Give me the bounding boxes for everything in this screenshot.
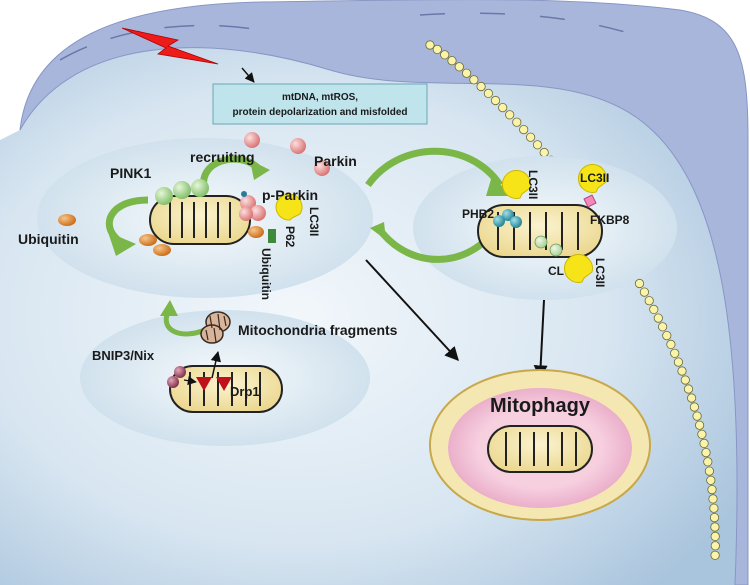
label-fkbp8: FKBP8: [590, 213, 630, 227]
bead: [644, 296, 654, 306]
pink1-icon: [155, 179, 209, 205]
label-ubiquitin-vertical: Ubiquitin: [259, 248, 273, 300]
bead: [692, 411, 702, 421]
bead: [673, 357, 684, 367]
bead: [461, 68, 472, 78]
bead: [490, 95, 501, 106]
parkin-icon: [244, 132, 330, 176]
label-drp1: Drp1: [230, 384, 260, 399]
bead: [704, 466, 715, 476]
stimulus-line-1: mtDNA, mtROS,: [282, 92, 358, 103]
bead: [710, 541, 720, 551]
bead: [657, 322, 668, 332]
bead: [710, 531, 720, 542]
label-recruiting: recruiting: [190, 149, 255, 165]
bead: [519, 125, 529, 135]
bead: [505, 110, 515, 120]
bead: [649, 304, 659, 314]
cytoplasm: [0, 47, 738, 585]
bead: [634, 278, 645, 289]
bead: [498, 103, 508, 113]
label-lc3ii-top: LC3II: [526, 170, 540, 199]
bead: [694, 420, 705, 430]
label-p-parkin: p-Parkin: [262, 187, 318, 203]
bead: [454, 62, 464, 72]
bead: [703, 457, 713, 467]
p-parkin-icon: [239, 191, 266, 221]
label-phb2: PHB2: [462, 207, 494, 221]
bead: [670, 348, 680, 358]
bead: [432, 44, 442, 55]
p62-icon: [268, 229, 276, 243]
fkbp8-icon: [583, 194, 597, 208]
bead: [710, 522, 720, 532]
bead: [708, 494, 718, 504]
label-lc3ii-bottom: LC3II: [593, 258, 607, 287]
lc3ii-icon-top: [502, 170, 531, 199]
label-p62: P62: [283, 226, 297, 248]
bead: [683, 384, 694, 394]
cell-membrane: [19, 0, 749, 585]
stimulus-box: mtDNA, mtROS, protein depolarization and…: [212, 83, 428, 125]
label-mitophagy: Mitophagy: [490, 395, 591, 417]
label-lc3ii-top-right: LC3II: [580, 171, 609, 185]
bead: [469, 75, 479, 85]
label-pink1: PINK1: [110, 165, 151, 181]
ubiquitin-icon: [58, 214, 264, 256]
bead: [686, 393, 697, 403]
bead: [707, 484, 717, 495]
bead: [701, 447, 711, 458]
bead: [699, 438, 709, 448]
stimulus-line-2: protein depolarization and misfolded: [232, 107, 407, 118]
fragment-return-arrow: [160, 300, 206, 337]
label-ubiquitin-left: Ubiquitin: [18, 231, 79, 247]
label-cl: CL: [548, 264, 564, 278]
mitochondrion-receptor: [477, 204, 603, 258]
bead: [525, 132, 536, 142]
bead: [709, 512, 720, 523]
mitochondria-fragments-icon: [200, 311, 231, 344]
label-mito-fragments: Mitochondria fragments: [238, 322, 398, 338]
ubiquitin-arrow: [105, 196, 149, 256]
bead: [476, 81, 486, 92]
bead: [709, 503, 719, 513]
bead: [710, 550, 720, 560]
label-parkin: Parkin: [314, 153, 357, 169]
drp1-icon: [196, 377, 232, 391]
lc3ii-icon-left: [275, 193, 303, 221]
bead: [689, 402, 700, 412]
bead: [662, 330, 672, 341]
bead: [532, 140, 543, 150]
bead: [425, 40, 435, 50]
phb2-icon: [493, 209, 522, 228]
bead: [639, 287, 650, 297]
bead: [706, 475, 716, 485]
bead: [483, 88, 493, 99]
bead: [666, 339, 676, 349]
bead: [697, 429, 707, 439]
bead: [680, 375, 690, 385]
bead: [677, 366, 687, 376]
lightning-icon: [121, 27, 219, 65]
label-lc3ii-left: LC3II: [307, 207, 321, 236]
label-bnip3: BNIP3/Nix: [92, 348, 155, 363]
autophagosome: [429, 369, 651, 521]
bead: [440, 50, 450, 60]
lc3ii-icon-bottom: [564, 254, 593, 283]
bead: [512, 117, 522, 127]
bnip3-icon: [167, 366, 186, 388]
mitochondrion-fission: [169, 365, 283, 413]
lc3ii-icon-top-right: [578, 164, 607, 193]
bead: [539, 147, 549, 158]
bead: [653, 313, 663, 323]
bead: [447, 56, 457, 66]
